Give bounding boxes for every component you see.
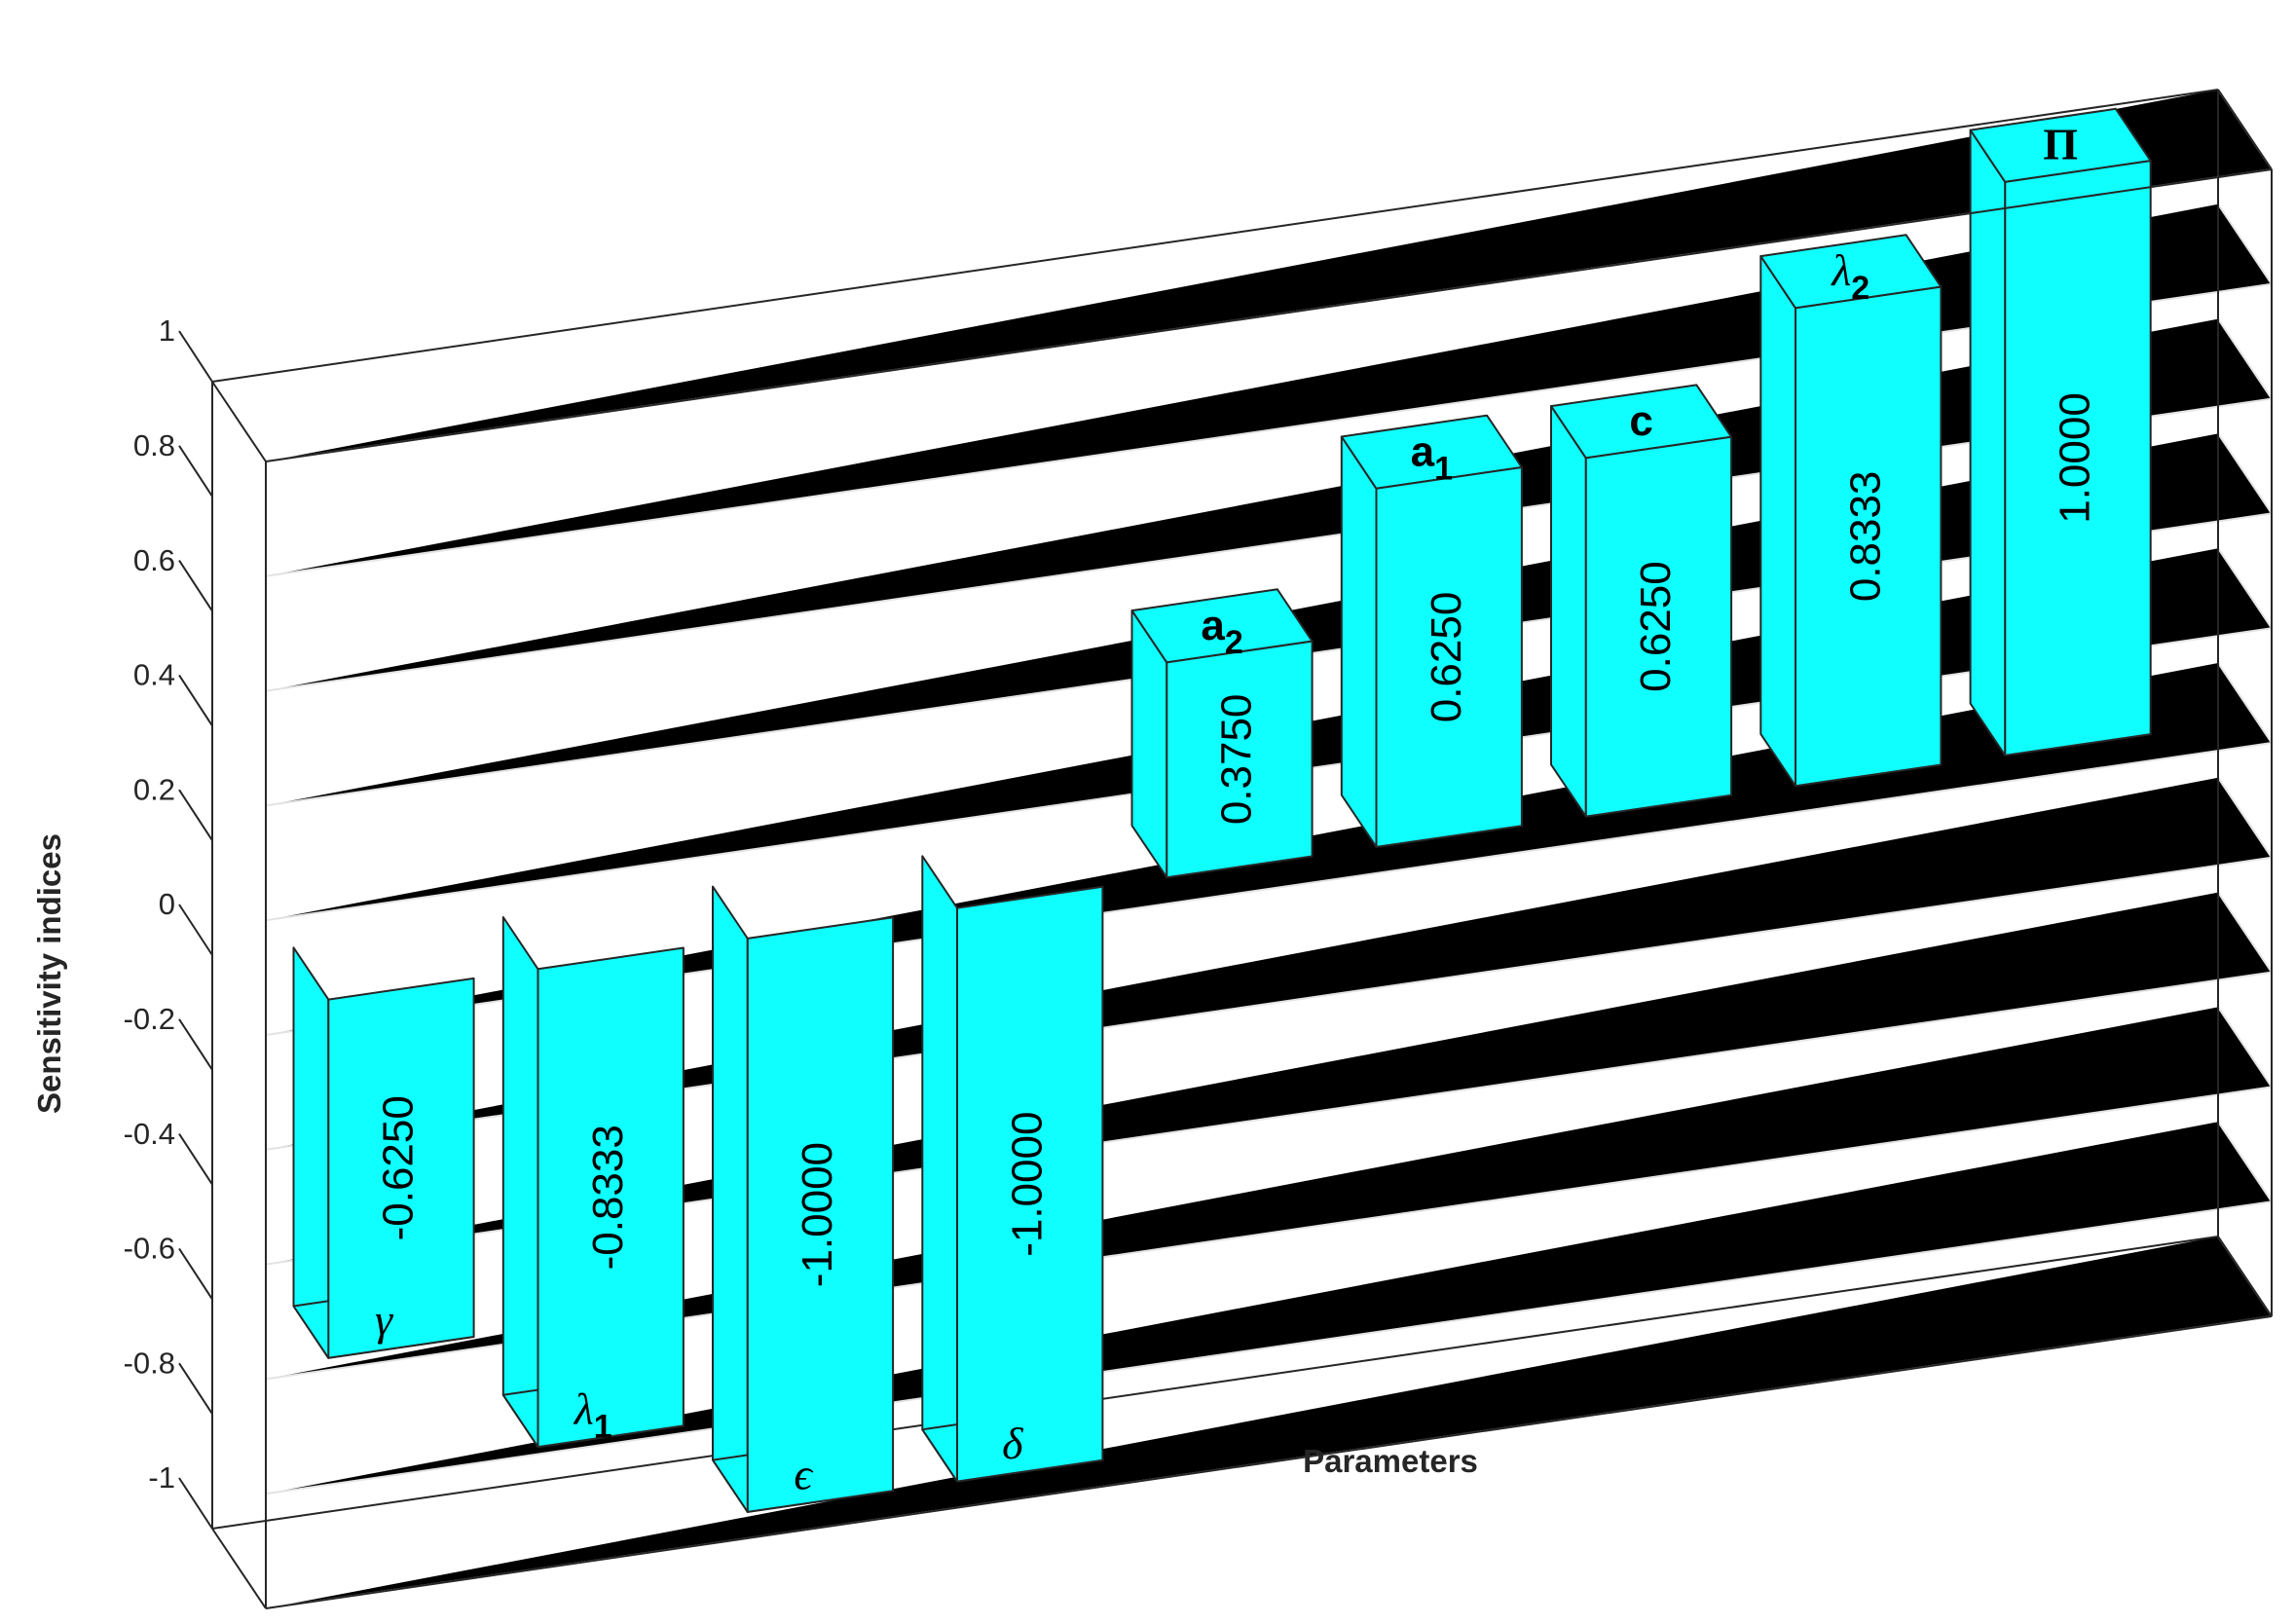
bar: -0.8333 λ1: [501, 916, 685, 1449]
y-tick-label: 0.2: [133, 772, 175, 806]
y-axis-ticks: -1 -0.8 -0.6 -0.4 -0.2 0 0.2 0.4 0.6 0.8 1: [124, 314, 213, 1530]
y-tick-label: -0.2: [124, 1002, 175, 1036]
bar-side-face: [1550, 405, 1587, 818]
axes-edge: [211, 89, 2219, 383]
bar-value-label: 0.8333: [1841, 471, 1889, 603]
bar-value-label: -0.6250: [375, 1095, 423, 1240]
axes-box-front: [265, 168, 2273, 1609]
bars: -0.6250 γ -0.8333 λ1 -1.0000 ϵ -1.0000 δ 0.3750 a…: [292, 107, 2152, 1513]
bar-front-face: [1375, 466, 1523, 848]
y-tick-label: 0: [159, 887, 175, 921]
y-tick-mark: [178, 674, 213, 726]
bar-category-label: λ2: [1830, 245, 1869, 307]
bar: 0.6250 c: [1550, 384, 1733, 818]
y-tick-mark: [178, 1133, 213, 1186]
y-tick-mark: [178, 1247, 213, 1300]
y-tick-mark: [178, 789, 213, 841]
y-axis-label: Sensitivity indices: [31, 833, 67, 1114]
y-tick-label: 0.4: [133, 658, 175, 692]
y-tick-label: -1: [148, 1460, 175, 1495]
bar-category-label: δ: [1002, 1419, 1023, 1468]
bar-front-face: [746, 916, 895, 1513]
y-tick-mark: [178, 904, 213, 956]
x-axis-label: Parameters: [1303, 1443, 1478, 1479]
y-tick-label: 0.6: [133, 543, 175, 577]
bar-category-label: Π: [2043, 119, 2078, 168]
axes-edge: [265, 168, 2273, 462]
y-tick-mark: [178, 1477, 213, 1530]
y-tick-label: 0.8: [133, 428, 175, 462]
bar-value-label: 0.6250: [1423, 592, 1470, 723]
bar-front-face: [956, 885, 1104, 1483]
axes-edge: [265, 1315, 2273, 1609]
bar-front-face: [537, 946, 685, 1449]
y-tick-label: -0.4: [124, 1117, 175, 1151]
bar: -1.0000 ϵ: [712, 885, 895, 1513]
bar: -0.6250 γ: [292, 946, 475, 1359]
bar: 1.0000 Π: [1969, 107, 2152, 757]
y-tick-mark: [178, 1018, 213, 1071]
bar: 0.6250 a1: [1340, 414, 1523, 848]
bar: -1.0000 δ: [921, 855, 1104, 1483]
y-tick-mark: [178, 560, 213, 612]
bar-side-face: [1759, 255, 1796, 788]
y-tick-mark: [178, 330, 213, 383]
bar-value-label: 0.6250: [1632, 561, 1680, 692]
y-tick-label: -0.8: [124, 1346, 175, 1380]
bar: 0.8333 λ2: [1759, 234, 1943, 788]
bar-side-face: [712, 885, 749, 1513]
bar-front-face: [1584, 435, 1733, 818]
bar-value-label: -0.8333: [584, 1125, 632, 1270]
axes-edge: [211, 1236, 2219, 1530]
axes-edge: [2217, 89, 2273, 170]
bar-category-label: a1: [1411, 427, 1453, 487]
bar-value-label: -1.0000: [1003, 1112, 1051, 1257]
bar: 0.3750 a2: [1130, 588, 1314, 879]
axes-edge: [211, 381, 267, 462]
y-tick-mark: [178, 1362, 213, 1415]
y-tick-label: -0.6: [124, 1232, 175, 1266]
bar-category-label: ϵ: [794, 1449, 814, 1498]
bar-category-label: γ: [375, 1295, 394, 1345]
bar-side-face: [921, 855, 958, 1483]
bar-front-face: [2004, 160, 2152, 757]
bar-value-label: 0.3750: [1213, 694, 1261, 826]
bar-value-label: -1.0000: [794, 1142, 841, 1287]
bar-side-face: [1340, 435, 1378, 848]
axes-edge: [211, 1528, 267, 1609]
axes-edge: [2217, 1236, 2273, 1317]
bar-side-face: [1969, 129, 2007, 757]
bar-front-face: [1166, 640, 1314, 879]
bar-value-label: 1.0000: [2052, 392, 2099, 524]
bar-front-face: [327, 977, 475, 1359]
bar-category-label: c: [1629, 397, 1652, 445]
bar-category-label: a2: [1201, 602, 1242, 661]
bar-side-face: [292, 946, 330, 1359]
y-tick-label: 1: [159, 314, 175, 348]
bar-side-face: [501, 916, 539, 1449]
axes-box-back: [211, 89, 2273, 1609]
bar-front-face: [1795, 285, 1943, 788]
bar-category-label: λ1: [573, 1384, 612, 1446]
y-tick-mark: [178, 445, 213, 498]
